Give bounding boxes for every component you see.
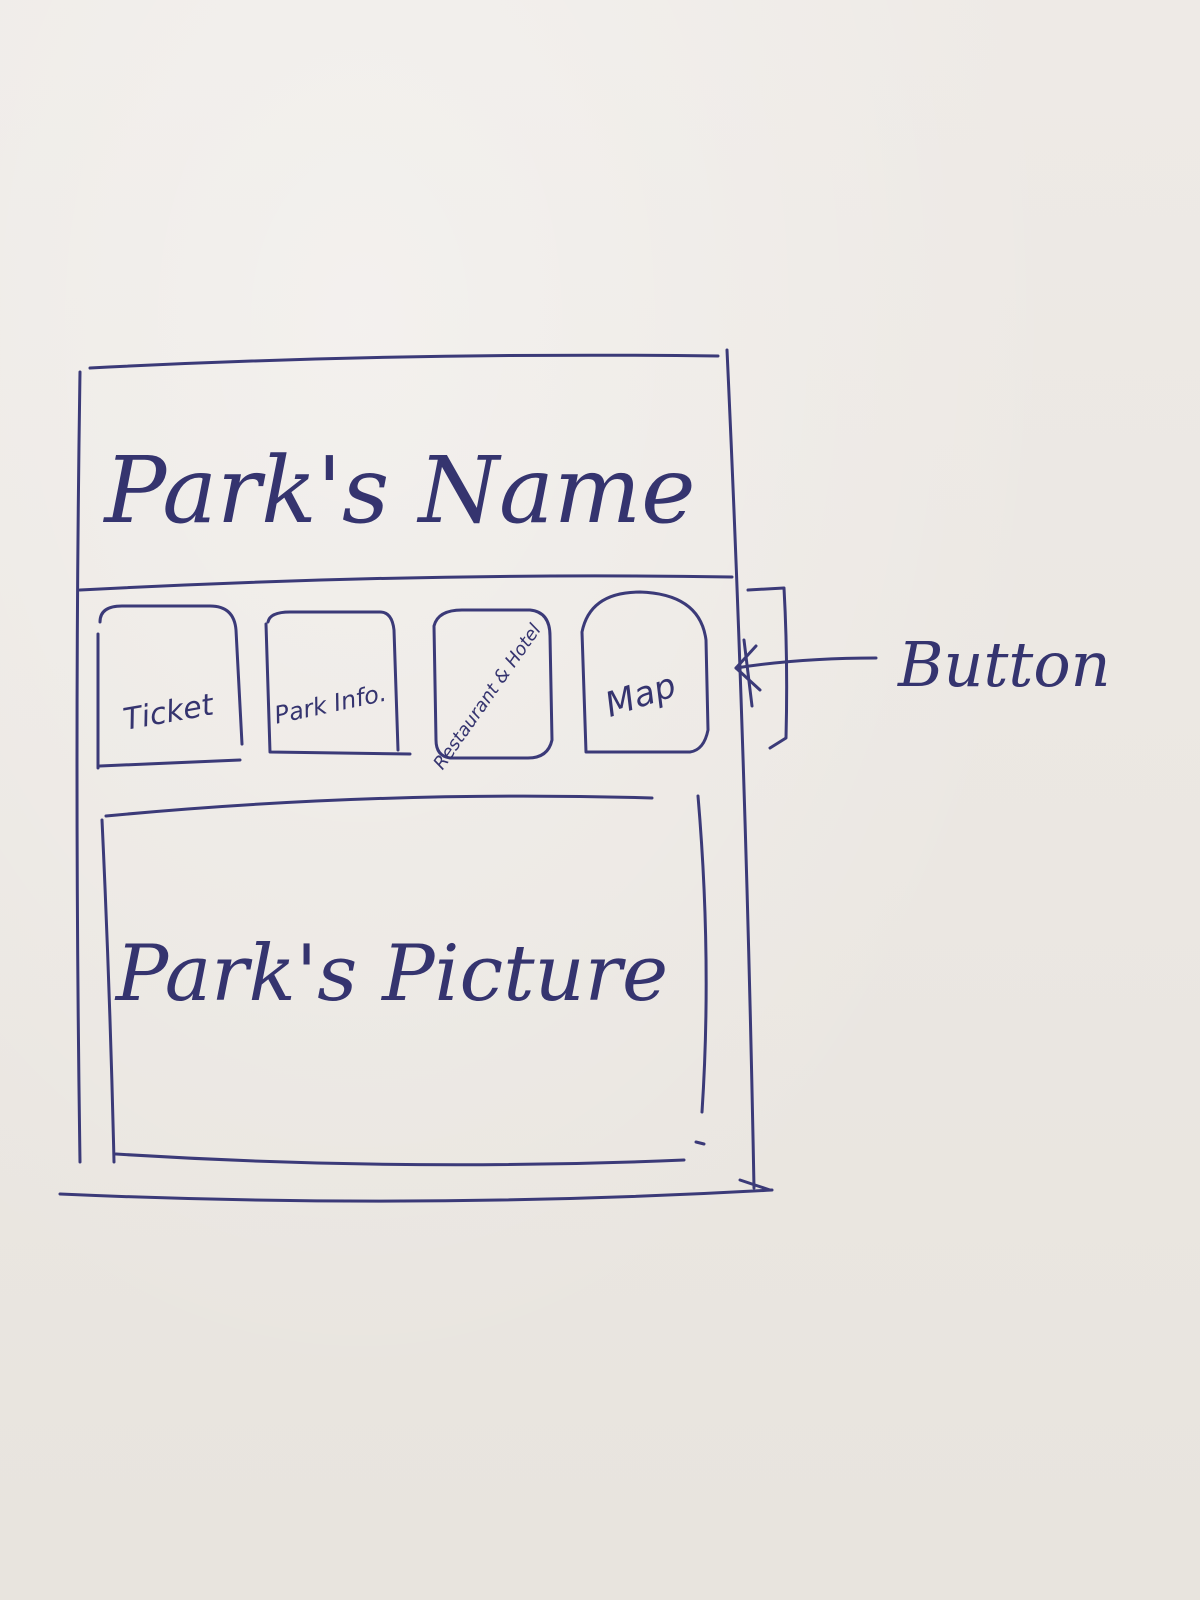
park-info-button[interactable]: Park Info. bbox=[264, 610, 412, 756]
phone-frame bbox=[58, 348, 774, 1203]
ticket-button[interactable]: Ticket bbox=[96, 604, 244, 770]
annotation-arrow-shaft bbox=[734, 656, 878, 670]
annotation-bracket bbox=[746, 586, 789, 750]
page-title: Park's Name bbox=[102, 437, 695, 544]
restaurant-hotel-button-label: Restaurant & Hotel bbox=[429, 620, 545, 773]
header-divider bbox=[78, 574, 734, 592]
picture-frame bbox=[100, 794, 708, 1167]
restaurant-hotel-button[interactable]: Restaurant & Hotel bbox=[429, 608, 554, 774]
map-button-label: Map bbox=[600, 665, 681, 725]
annotation-label: Button bbox=[897, 628, 1111, 701]
map-button[interactable]: Map bbox=[580, 590, 710, 754]
picture-label: Park's Picture bbox=[114, 929, 668, 1019]
park-info-button-label: Park Info. bbox=[272, 679, 389, 730]
header-section: Park's Name bbox=[102, 437, 695, 544]
button-row: Ticket Park Info. Restaurant & Hotel Map bbox=[96, 590, 710, 774]
ticket-button-label: Ticket bbox=[121, 687, 218, 737]
picture-section: Park's Picture bbox=[100, 794, 708, 1167]
annotation-arrowhead bbox=[734, 644, 762, 692]
button-annotation: Button bbox=[734, 586, 1111, 750]
